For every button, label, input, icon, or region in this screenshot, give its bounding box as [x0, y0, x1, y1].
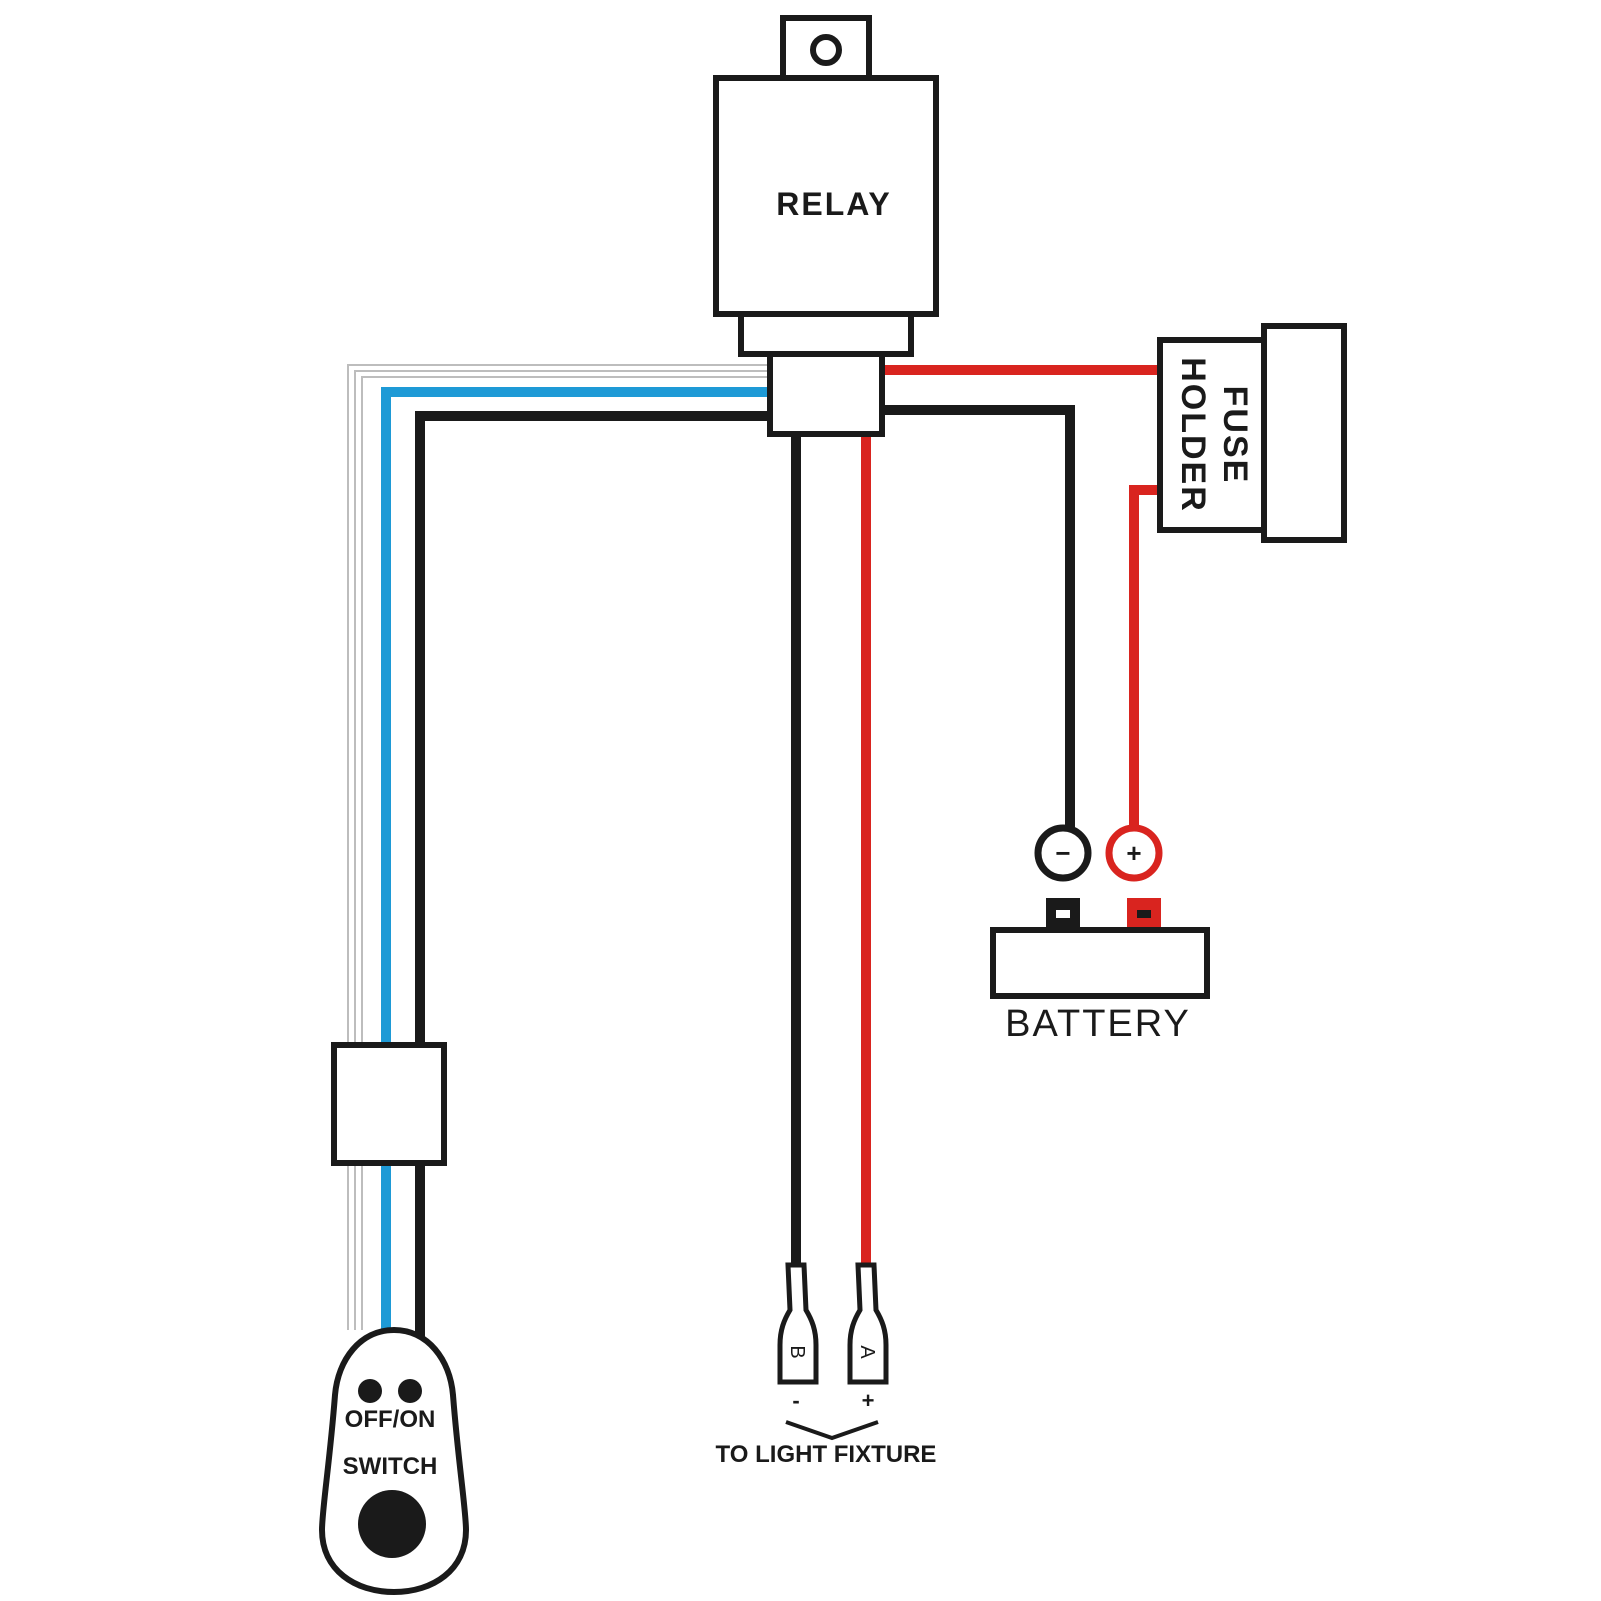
- battery-negative-post-mark: [1056, 910, 1070, 918]
- off-on-switch[interactable]: OFF/ON SWITCH: [318, 1326, 470, 1596]
- fuse-holder-label-line1: FUSE: [1216, 386, 1254, 485]
- connector-a-letter: A: [856, 1345, 878, 1359]
- battery-positive-post-mark: [1137, 910, 1151, 918]
- connector-b-polarity: -: [792, 1388, 799, 1413]
- fixture-bracket: [785, 1420, 879, 1441]
- black-wire-battery-negative: [880, 405, 1075, 835]
- red-wire-fuse-battery-positive: [1129, 485, 1160, 830]
- positive-symbol: +: [1126, 838, 1141, 868]
- switch-indicator-light-1: [358, 1379, 382, 1403]
- connector-a-polarity: +: [862, 1388, 875, 1413]
- switch-button[interactable]: [358, 1490, 426, 1558]
- relay: RELAY: [713, 15, 939, 437]
- fuse-holder-label-line2: HOLDER: [1174, 357, 1212, 513]
- relay-base: [738, 311, 914, 357]
- fuse-holder-body: [1157, 337, 1267, 533]
- battery-label: BATTERY: [1005, 1003, 1191, 1045]
- relay-label: RELAY: [776, 186, 892, 222]
- blue-wire: [381, 387, 770, 1340]
- relay-mounting-hole: [810, 34, 842, 66]
- fuse-holder: FUSE HOLDER: [1157, 323, 1347, 543]
- black-wire-switch: [415, 411, 770, 1340]
- negative-symbol: −: [1055, 838, 1070, 868]
- battery-negative-ring-terminal: [1034, 824, 1092, 882]
- connector-b-letter: B: [786, 1345, 808, 1358]
- switch-label-line1: OFF/ON: [345, 1406, 436, 1433]
- fixture-caption: TO LIGHT FIXTURE: [716, 1441, 937, 1468]
- battery: − + BATTERY: [990, 824, 1210, 1045]
- battery-body: [990, 927, 1210, 999]
- spade-connector-b: B: [777, 1262, 819, 1385]
- switch-indicator-light-2: [398, 1379, 422, 1403]
- relay-connector-block: [767, 351, 885, 437]
- spade-connector-a: A: [847, 1262, 889, 1385]
- battery-positive-ring-terminal: [1105, 824, 1163, 882]
- switch-label-line2: SWITCH: [343, 1453, 438, 1480]
- switch-body: [318, 1326, 470, 1596]
- relay-body: [713, 75, 939, 317]
- switch-harness-connector: [331, 1042, 447, 1166]
- white-wires: [347, 364, 770, 1330]
- fuse-holder-cap: [1261, 323, 1347, 543]
